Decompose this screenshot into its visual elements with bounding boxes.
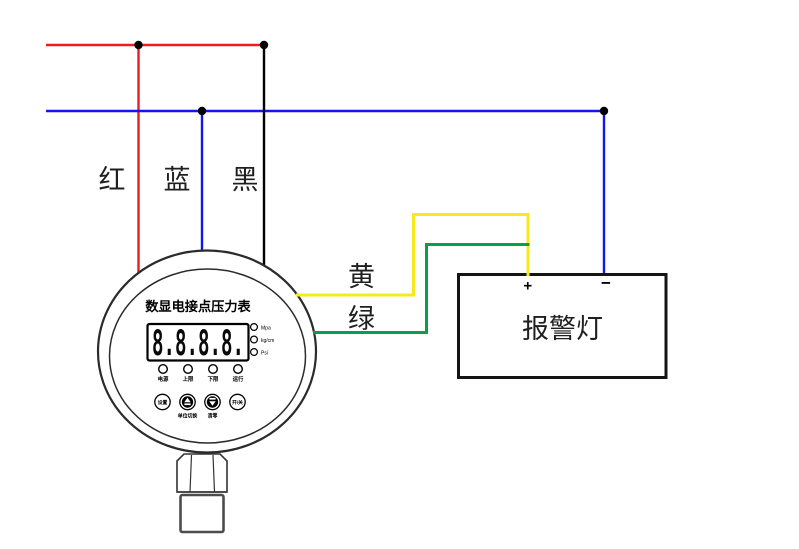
wire-yellow xyxy=(296,213,530,297)
led-power xyxy=(157,364,168,375)
led-lower-limit xyxy=(207,364,218,375)
wire-label-green: 绿 xyxy=(348,304,375,334)
stem-thread-block xyxy=(179,493,225,534)
wire-label-yellow: 黄 xyxy=(348,262,375,292)
stem-hex-nut xyxy=(176,453,228,493)
unit-lamp-mpa xyxy=(250,323,259,332)
minus-terminal-label: − xyxy=(601,274,611,293)
stem-hex-facet xyxy=(189,454,193,493)
lcd-display-frame xyxy=(146,322,250,362)
alarm-lamp-box xyxy=(457,273,668,379)
led-label-run: 运行 xyxy=(233,375,244,383)
gauge-stem xyxy=(176,453,228,534)
wire-label-blue: 蓝 xyxy=(164,165,191,195)
power-button[interactable] xyxy=(229,393,246,411)
gauge-title: 数显电接点压力表 xyxy=(145,298,251,314)
unit-label-psi: Psi xyxy=(261,351,268,357)
wire-label-red: 红 xyxy=(99,165,126,195)
up-arrow-bar-icon xyxy=(184,403,191,406)
led-label-lower-limit: 下限 xyxy=(208,375,219,383)
led-upper-limit xyxy=(182,364,193,375)
unit-lamp-kgcm xyxy=(250,335,259,344)
caption-clear-zero: 清零 xyxy=(208,413,218,420)
unit-label-kgcm: kg/cm xyxy=(261,338,274,344)
unit-label-mpa: Mpa xyxy=(261,326,271,332)
led-label-power: 电源 xyxy=(158,375,169,383)
junction-dot xyxy=(134,40,143,50)
down-arrow-bar-icon xyxy=(209,397,216,400)
settings-button-label: 设置 xyxy=(158,399,168,406)
alarm-lamp-label: 报警灯 xyxy=(522,314,603,344)
unit-lamp-psi xyxy=(250,348,259,357)
wire-green xyxy=(313,243,530,334)
plus-terminal-label: + xyxy=(523,278,532,295)
down-arrow-icon xyxy=(209,401,216,406)
led-run xyxy=(232,364,243,375)
led-label-upper-limit: 上限 xyxy=(183,375,194,383)
stem-hex-facet xyxy=(212,454,216,493)
caption-unit-switch: 单位切换 xyxy=(178,413,198,420)
settings-button[interactable] xyxy=(154,393,171,411)
lcd-display-value: 8.8.8.8. xyxy=(152,324,244,364)
junction-dot xyxy=(197,106,207,116)
up-arrow-icon xyxy=(184,397,191,403)
wire-label-black: 黑 xyxy=(232,165,259,195)
junction-dot xyxy=(599,106,609,116)
junction-dot xyxy=(259,40,269,50)
power-button-label: 开/关 xyxy=(232,399,243,406)
